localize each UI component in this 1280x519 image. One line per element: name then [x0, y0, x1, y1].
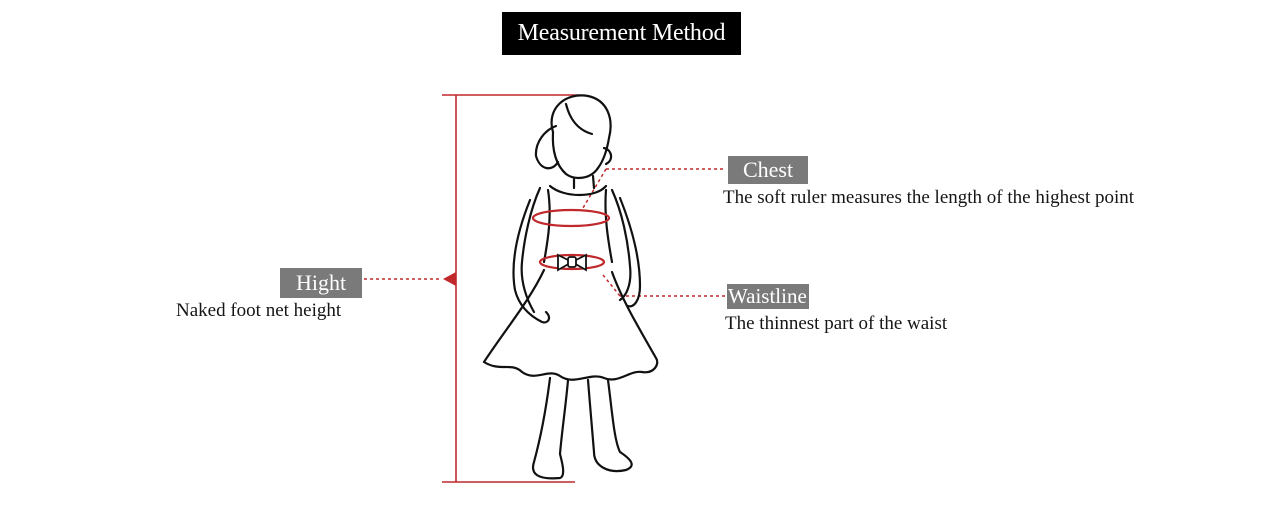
chest-description: The soft ruler measures the length of th… — [723, 187, 1134, 209]
child-outline — [484, 95, 657, 478]
hight-description: Naked foot net height — [176, 300, 341, 322]
waistline-description: The thinnest part of the waist — [725, 313, 947, 335]
height-arrow-icon — [443, 272, 456, 286]
chest-measure-ring — [533, 210, 609, 226]
bow-icon — [558, 255, 586, 270]
chest-label-tag: Chest — [728, 156, 808, 184]
height-ruler — [442, 95, 580, 482]
hight-label-tag: Hight — [280, 268, 362, 298]
waistline-label-tag: Waistline — [727, 284, 809, 309]
